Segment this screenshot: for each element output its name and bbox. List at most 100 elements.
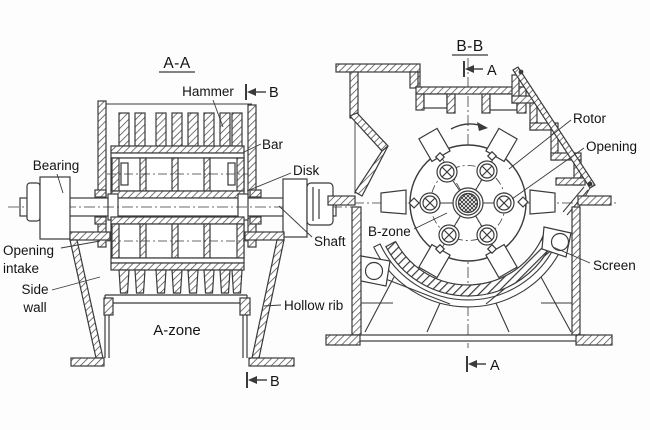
hammer-plate (219, 112, 231, 147)
screen-pivot-left (360, 255, 391, 287)
b-zone-label: B-zone (368, 224, 411, 239)
foot-right (575, 334, 613, 346)
shaft-assembly (8, 189, 352, 225)
deflector-chevron (348, 112, 389, 152)
side-wall-left (97, 100, 107, 248)
seal (249, 189, 262, 198)
arrow-left-icon (248, 376, 257, 384)
rotor-band-top (110, 190, 245, 199)
section-marker-a-top (463, 61, 483, 77)
feed-box (415, 72, 527, 114)
wall-left-lower (351, 206, 362, 336)
disk (236, 157, 245, 192)
stand-frame (69, 239, 295, 367)
disk-label: Disk (293, 163, 319, 178)
bar-bottom (110, 262, 245, 271)
bearing-shelf-left (69, 231, 111, 241)
opening-hole (438, 224, 460, 246)
bearing-shelf-right (244, 231, 285, 241)
leg-right-hollow-rib (251, 239, 285, 359)
screen-cradle-arc (373, 243, 563, 308)
side-wall-right (247, 104, 257, 248)
marker-letter-b-top: B (269, 85, 279, 101)
bearing-block-left (380, 189, 407, 215)
hammer-plate (231, 269, 243, 294)
wall-left-upper (349, 71, 359, 119)
bar-plate-bottom (110, 257, 245, 264)
bearing-label: Bearing (33, 158, 80, 173)
stepped-casing (511, 74, 586, 186)
disk (139, 157, 147, 192)
hammer-plate (134, 269, 146, 294)
base-flange-right (248, 357, 295, 367)
disk-assembly-bottom (107, 223, 248, 259)
section-marker-b-bottom (246, 372, 267, 388)
hammer-plate (231, 112, 243, 147)
hammer-plate (155, 269, 167, 294)
bar-top (110, 145, 245, 154)
seal (249, 216, 262, 225)
opening-hole (436, 161, 458, 183)
hammer-plate (118, 112, 130, 147)
base (325, 334, 613, 346)
wall-right (571, 206, 581, 336)
hammer-plate (171, 112, 183, 147)
opening-label: Opening (586, 139, 637, 154)
opening-hole (476, 224, 498, 246)
leader-lines-bb (413, 119, 591, 264)
arrow-left-icon (247, 88, 256, 96)
hammer-pin (486, 243, 498, 255)
hammer-row-bottom (118, 269, 243, 294)
hammer-plate (134, 112, 146, 147)
shaft-hub (452, 187, 484, 219)
hammer (418, 243, 451, 279)
hammer-plate (171, 269, 183, 294)
marker-letter-b-bottom: B (270, 374, 280, 390)
leg-left (69, 239, 104, 359)
side-wall-label-line2: wall (22, 300, 46, 315)
hammer-plate (203, 269, 215, 294)
labels: A-A Hammer B Bar Disk Bearing Opening in… (3, 38, 637, 390)
arrow-left-icon (465, 65, 474, 73)
rib-stub-right (239, 297, 251, 316)
hammer-pin (434, 243, 446, 255)
section-marker-b-top (245, 84, 266, 100)
marker-letter-a-top: A (487, 63, 497, 79)
opening-intake-label-line2: intake (3, 261, 39, 276)
screen-label: Screen (593, 258, 636, 273)
disk (111, 157, 120, 192)
hollow-rib-label: Hollow rib (284, 298, 343, 313)
base-flange-left (70, 357, 105, 367)
bar-plate-top (110, 152, 245, 159)
screen-pivot-right (541, 226, 572, 258)
marker-letter-a-bottom: A (490, 358, 500, 374)
hammer-plate (203, 112, 215, 147)
bearing-left (26, 176, 71, 240)
arrow-left-icon (468, 360, 477, 368)
screen-grate (385, 232, 555, 297)
bearing-block-right (529, 189, 556, 215)
hammer-row-top (118, 112, 243, 147)
housing-left (327, 63, 421, 336)
rotation-arrow-icon (450, 122, 488, 131)
opening-hole (493, 192, 515, 214)
hammer (485, 243, 518, 279)
side-wall-label-line1: Side (21, 282, 48, 297)
top-flange (335, 63, 421, 73)
section-aa-title: A-A (163, 55, 191, 72)
a-zone-label: A-zone (153, 322, 201, 339)
disk-assembly-top (107, 157, 248, 192)
section-aa-view (8, 71, 352, 388)
bearing-right (282, 178, 334, 238)
hammer-label: Hammer (182, 84, 234, 99)
opening-intake-label-line1: Opening (3, 243, 54, 258)
section-marker-a-bottom (466, 356, 486, 372)
hammer-pin (434, 151, 446, 163)
hammer-plate (187, 112, 199, 147)
leader-lines-aa (51, 99, 313, 307)
rotor-openings (419, 160, 515, 246)
hammer-pin (408, 197, 420, 209)
seal (94, 189, 107, 198)
